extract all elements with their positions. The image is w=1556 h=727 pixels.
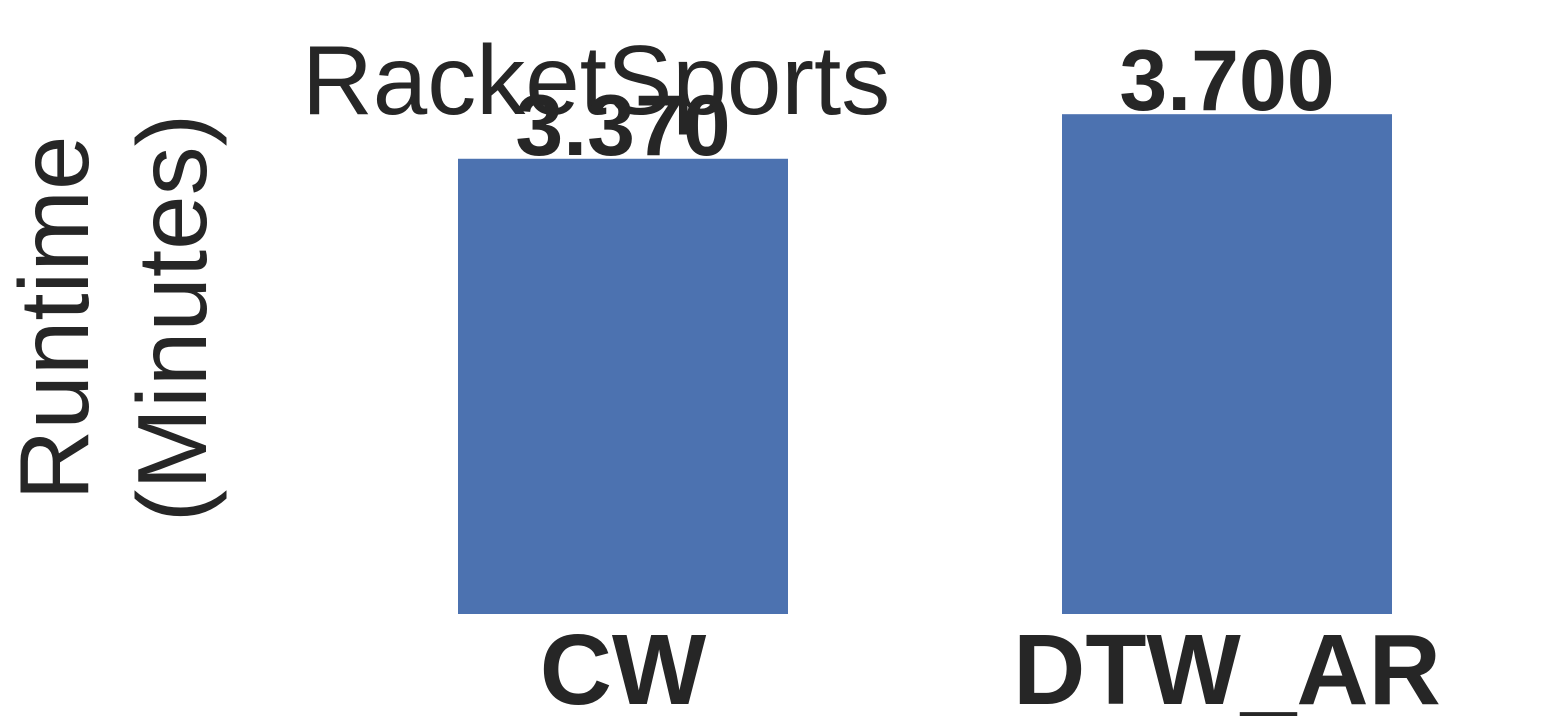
y-axis-label-line-2: (Minutes) [117,114,227,522]
x-tick-label: CW [540,614,707,726]
chart-title: RacketSports [302,25,890,135]
y-axis-label-line-1: Runtime [0,136,109,501]
x-tick-label: DTW_AR [1013,614,1441,726]
bar-value-label: 3.370 [515,78,730,174]
bar-cw [458,158,788,614]
bar-value-label: 3.700 [1119,33,1334,129]
bar-dtw-ar [1062,114,1392,615]
